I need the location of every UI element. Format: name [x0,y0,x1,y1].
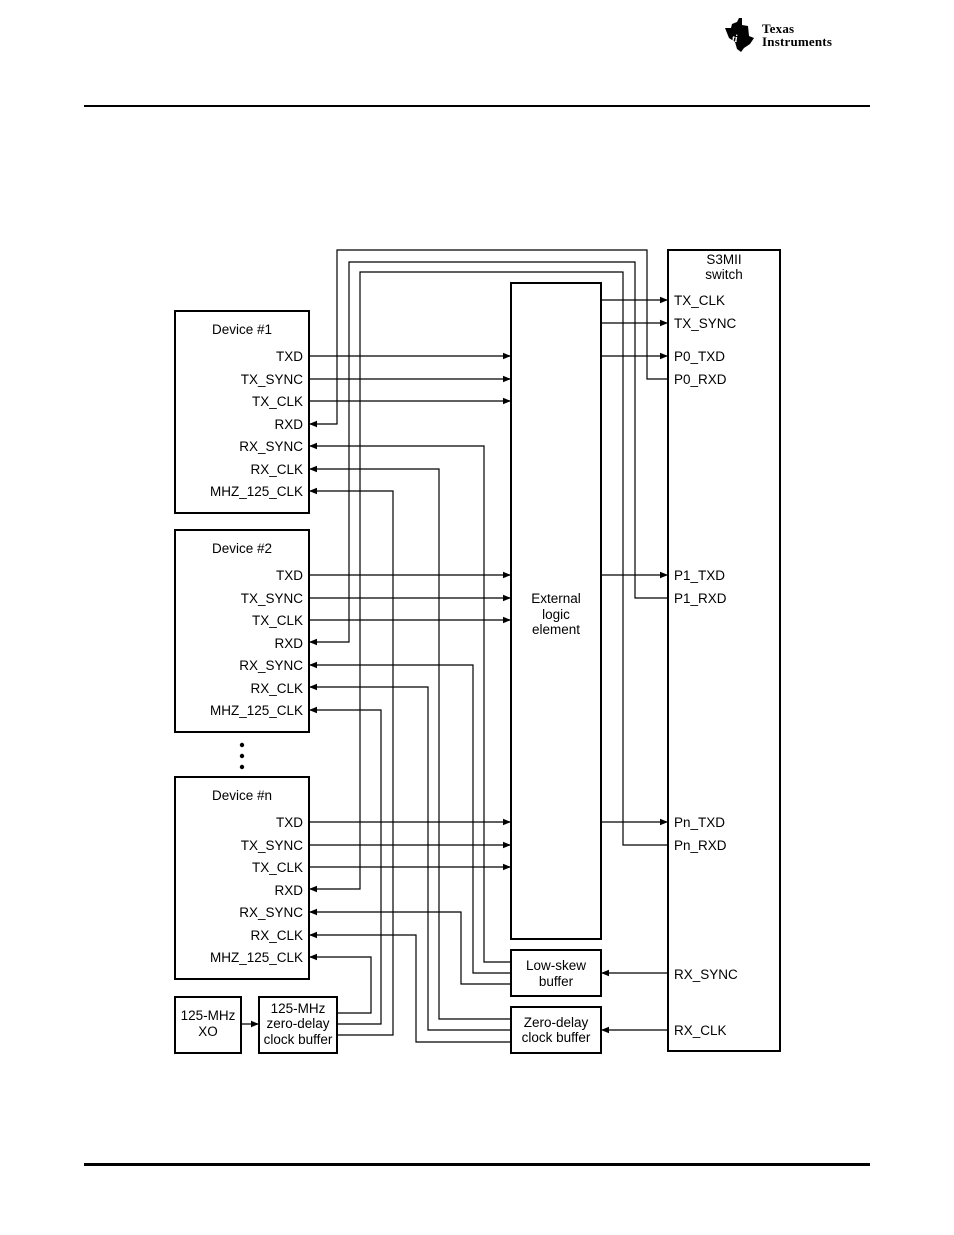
switch-title-line2: switch [705,267,743,282]
dev2-signal-rxclk: RX_CLK [250,681,303,696]
xo-line2: XO [198,1024,218,1039]
wire-rxclk-dev2 [309,683,511,1031]
devn-signal-txclk: TX_CLK [252,860,303,875]
switch-port-pntxd: Pn_TXD [674,815,725,830]
dev1-signal-rxclk: RX_CLK [250,462,303,477]
clock-buffer-125-line3: clock buffer [264,1032,333,1047]
xo-line1: 125-MHz [181,1008,236,1023]
external-logic-line2: logic [542,607,570,622]
dev1-signal-rxsync: RX_SYNC [239,439,303,454]
devn-signal-125clk: MHZ_125_CLK [210,950,303,965]
dev1-signal-txd: TXD [276,349,303,364]
svg-text:ti: ti [732,34,738,45]
dev2-signal-txsync: TX_SYNC [241,591,304,606]
wire-pnrxd-devn-rxd [309,271,668,893]
low-skew-buffer-box [510,949,602,997]
dev1-signal-rxd: RXD [274,417,303,432]
wire-p1rxd-dev2-rxd [309,261,668,646]
wire-rxclk-dev1 [309,465,511,1020]
s3mii-switch-box [667,249,781,1052]
devn-signal-txd: TXD [276,815,303,830]
external-logic-line3: element [532,622,580,637]
dev1-signal-125clk: MHZ_125_CLK [210,484,303,499]
switch-title-line1: S3MII [706,252,741,267]
wire-125clk-dev1 [309,487,394,1036]
switch-port-pnrxd: Pn_RXD [674,838,727,853]
clock-buffer-125-line1: 125-MHz [271,1001,326,1016]
brand-wordmark: Texas Instruments [762,22,832,48]
switch-port-p0txd: P0_TXD [674,349,725,364]
device-1-title: Device #1 [212,322,272,337]
wire-rxsync-dev2 [309,661,511,974]
wire-rxsync-dev1 [309,442,511,963]
devn-signal-rxsync: RX_SYNC [239,905,303,920]
device-1-box [174,310,310,514]
footer-rule [84,1163,870,1166]
wire-p0rxd-dev1-rxd [309,249,668,428]
switch-port-txsync: TX_SYNC [674,316,737,331]
device-n-box [174,776,310,980]
devn-signal-txsync: TX_SYNC [241,838,304,853]
switch-port-txclk: TX_CLK [674,293,725,308]
device-n-title: Device #n [212,788,272,803]
zero-delay-buffer-line1: Zero-delay [524,1015,589,1030]
switch-port-p0rxd: P0_RXD [674,372,727,387]
ellipsis-dot [239,753,245,759]
ellipsis-dot [239,742,245,748]
switch-port-p1rxd: P1_RXD [674,591,727,606]
external-logic-line1: External [531,591,581,606]
device-2-title: Device #2 [212,541,272,556]
clock-buffer-125-box [258,996,338,1054]
ti-logo: ti [725,18,754,52]
ti-state-icon [725,18,754,52]
xo-box [174,996,242,1054]
wire-rxsync-devn [309,908,511,985]
device-2-box [174,529,310,733]
switch-port-rxsync: RX_SYNC [674,967,738,982]
dev2-signal-txclk: TX_CLK [252,613,303,628]
dev1-signal-txsync: TX_SYNC [241,372,304,387]
wire-125clk-dev2 [309,706,382,1025]
zero-delay-buffer-line2: clock buffer [522,1030,591,1045]
header-rule [84,105,870,107]
switch-port-rxclk: RX_CLK [674,1023,727,1038]
dev2-signal-txd: TXD [276,568,303,583]
switch-port-p1txd: P1_TXD [674,568,725,583]
devn-signal-rxd: RXD [274,883,303,898]
dev2-signal-rxsync: RX_SYNC [239,658,303,673]
low-skew-buffer-line2: buffer [539,974,574,989]
dev2-signal-rxd: RXD [274,636,303,651]
clock-buffer-125-line2: zero-delay [266,1016,329,1031]
wire-125clk-devn [309,953,372,1014]
wire-rxclk-devn [309,931,511,1043]
devn-signal-rxclk: RX_CLK [250,928,303,943]
dev1-signal-txclk: TX_CLK [252,394,303,409]
ellipsis-dot [239,764,245,770]
low-skew-buffer-line1: Low-skew [526,958,586,973]
external-logic-box [510,282,602,940]
brand-line1: Texas [762,21,795,36]
dev2-signal-125clk: MHZ_125_CLK [210,703,303,718]
brand-line2: Instruments [762,34,833,49]
